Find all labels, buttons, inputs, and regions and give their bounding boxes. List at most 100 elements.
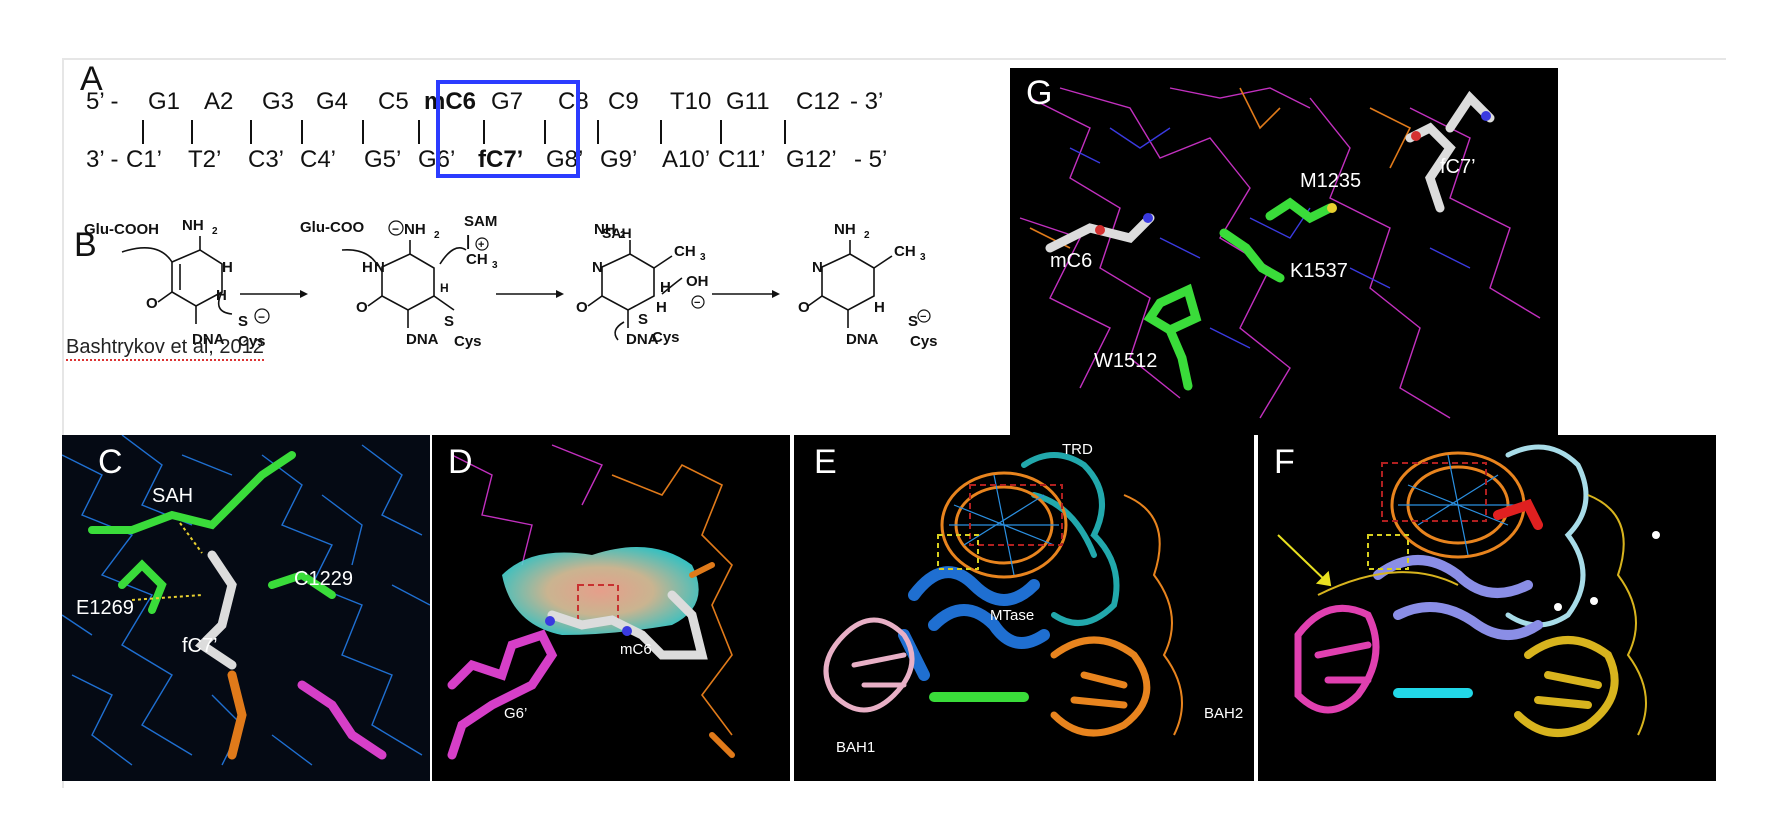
seq-top-2: A2 [204,88,234,115]
seq-top-12: C12 [796,88,841,115]
svg-text:O: O [356,299,368,316]
seq-bottom-11: C11’ [718,146,766,173]
seq-bottom-5: G5’ [364,146,402,173]
bond-tick [660,120,662,144]
panel-g-letter: G [1026,74,1053,112]
svg-text:H: H [656,299,667,316]
label-ch3-4: CH [894,243,916,260]
site-highlight-box-f [1367,534,1409,570]
h-2a: H [362,259,373,276]
label-sah: SAH [602,225,632,241]
label-g6-d: G6’ [504,705,528,722]
panel-c-image: C SAH E1269 C1229 fC7’ [62,435,430,781]
panel-a-sequence: A 5’ - G1 A2 G3 G4 C5 mC6 G7 C8 C9 T10 G… [62,58,1012,218]
label-w1512: W1512 [1094,350,1158,372]
svg-text:2: 2 [620,230,626,241]
seq-top-6: mC6 [424,88,477,115]
seq-top-5: C5 [378,88,409,115]
dna-highlight-box-e [969,484,1063,546]
figure-left-border [62,58,64,788]
label-fc7-g: fC7’ [1440,156,1476,178]
svg-text:2: 2 [434,230,440,241]
svg-text:3: 3 [920,252,926,263]
svg-text:+: + [478,239,484,251]
seq-top-3: G3 [262,88,295,115]
bond-tick [544,120,546,144]
seq-top-7: G7 [491,88,524,115]
svg-text:H: H [440,281,449,295]
label-bah1: BAH1 [836,739,876,756]
label-dna-1: DNA [192,331,225,348]
panel-e-ribbon [823,452,1183,737]
label-c1229: C1229 [294,568,353,590]
h-1a: H [222,259,233,276]
label-k1537: K1537 [1290,260,1348,282]
svg-text:−: − [920,311,926,323]
panel-g-wireframe [1019,87,1541,419]
seq-top-10: T10 [670,88,712,115]
label-m1235: M1235 [1300,170,1362,192]
label-sam: SAM [464,213,497,230]
seq-bottom-4: C4’ [300,146,337,173]
label-nh2-3: NH [594,221,616,238]
figure-top-border [62,58,1726,60]
citation-text: Bashtrykov et al, 2012 [66,336,264,361]
svg-text:3: 3 [700,252,706,263]
seq-top-1: G1 [148,88,181,115]
svg-text:O: O [798,299,810,316]
bond-tick [483,120,485,144]
bond-tick [362,120,364,144]
seq-bottom-12: G12’ [786,146,837,173]
panel-e-image: E TRD MTase BAH1 BAH2 [794,435,1254,781]
panel-f-image: F [1258,435,1716,781]
bond-tick [784,120,786,144]
label-mc6-g: mC6 [1050,250,1093,272]
o-1: O [146,295,158,312]
svg-text:H: H [660,279,671,296]
dna-highlight-box-f [1381,462,1487,522]
highlight-box-mc6-fc7 [436,80,580,178]
label-cys-2: Cys [454,333,482,350]
label-fc7-c: fC7’ [182,635,218,657]
seq-top-0: 5’ - [86,88,119,115]
label-mtase: MTase [990,607,1035,624]
panel-c-letter: C [98,443,123,481]
label-sah-c: SAH [152,485,194,507]
panel-d-wireframe [447,444,735,760]
pyrimidine-ring-2 [381,253,435,311]
seq-top-13: - 3’ [850,88,884,115]
svg-text:N: N [592,259,603,276]
panel-g-image: G M1235 fC7’ mC6 K1537 W1512 [1010,68,1558,435]
svg-text:S: S [908,313,918,330]
seq-bottom-9: G9’ [600,146,638,173]
svg-text:−: − [392,222,399,236]
pyrimidine-ring-4 [821,253,875,311]
panel-c-wireframe [62,435,430,766]
seq-bottom-2: T2’ [188,146,222,173]
panel-b-letter: B [74,226,97,264]
bond-tick [191,120,193,144]
svg-text:H: H [874,299,885,316]
pocket-highlight-box [577,584,619,624]
seq-bottom-7: fC7’ [478,146,524,173]
bond-tick [250,120,252,144]
svg-text:S: S [638,311,648,328]
bond-tick [418,120,420,144]
panel-b-mechanism: B [62,212,1012,412]
label-nh2-2: NH [404,221,426,238]
panel-d-letter: D [448,443,473,481]
label-cys-4: Cys [910,333,938,350]
label-ch3-3: CH [674,243,696,260]
seq-bottom-10: A10’ [662,146,711,173]
panel-f-letter: F [1274,443,1295,481]
panel-e-letter: E [814,443,837,481]
seq-top-9: C9 [608,88,639,115]
bond-tick [720,120,722,144]
h-1b: H [216,287,227,304]
label-e1269: E1269 [76,597,134,619]
s-2: S [444,313,454,330]
svg-text:|: | [466,233,470,250]
svg-text:−: − [694,297,700,309]
bond-tick [142,120,144,144]
seq-bottom-3: C3’ [248,146,285,173]
